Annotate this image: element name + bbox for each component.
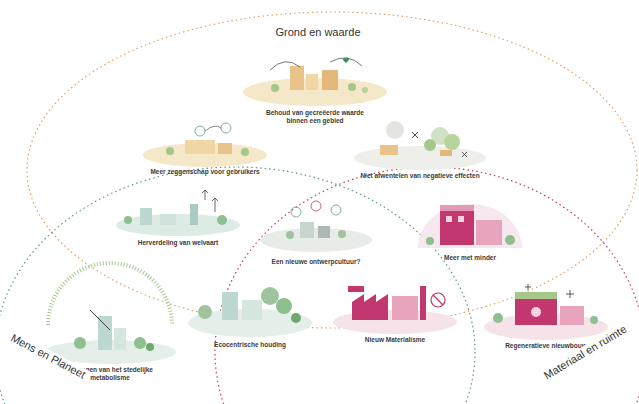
vignette-caption: Meer zeggenschap voor gebruikers: [140, 168, 270, 176]
vignette-caption-box: Behoud van gecreëerde waarde binnen een …: [260, 109, 370, 125]
vignette-caption-box: Ecocentrische houding: [195, 341, 305, 349]
vignette-caption: Een nieuwe ontwerpcultuur?: [261, 258, 371, 266]
vignette-caption-box: Meer met minder: [425, 254, 515, 262]
region-label: Grond en waarde: [273, 26, 364, 38]
vignette-caption: Behoud van gecreëerde waarde binnen een …: [260, 109, 370, 125]
vignette-caption-box: Een nieuwe ontwerpcultuur?: [261, 258, 371, 266]
vignette-caption-box: Herverdeling van welvaart: [123, 239, 233, 247]
vignette-caption-box: Nieuw Materialisme: [340, 336, 450, 344]
vignette-caption: Niet afwentelen van negatieve effecten: [350, 172, 490, 180]
vignette-caption: Herverdeling van welvaart: [123, 239, 233, 247]
vignette-caption: Meer met minder: [425, 254, 515, 262]
vignette-caption: Nieuw Materialisme: [340, 336, 450, 344]
vignette-caption-box: Niet afwentelen van negatieve effecten: [350, 172, 490, 180]
vignette-caption-box: Meer zeggenschap voor gebruikers: [140, 168, 270, 176]
vignette-caption: Ecocentrische houding: [195, 341, 305, 349]
